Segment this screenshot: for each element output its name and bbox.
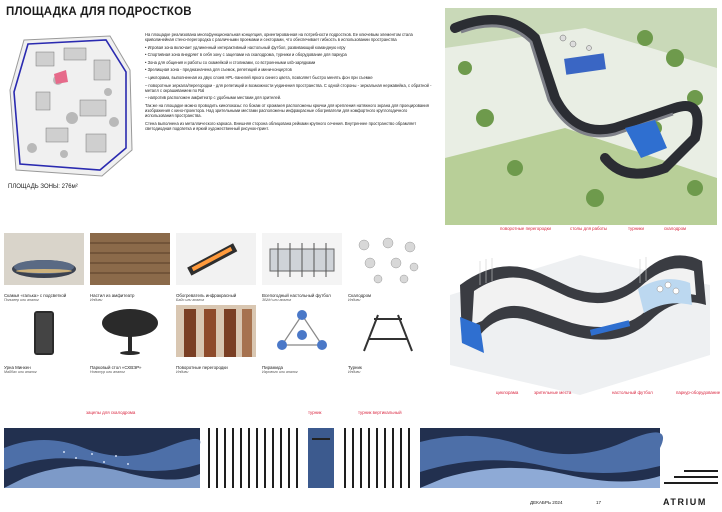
page-title: ПЛОЩАДКА ДЛЯ ПОДРОСТКОВ (6, 6, 192, 18)
description: На площадке реализована многофункциональ… (145, 32, 435, 133)
paragraph: • Игровая зона включает удлиненный интер… (145, 44, 346, 50)
wall-elevation (4, 424, 718, 490)
card-foosball: Всепогодный настольный футбол ЗБАН или а… (262, 233, 342, 303)
area-label: ПЛОЩАДЬ ЗОНЫ: 276м² (8, 184, 78, 190)
card-urn: Урна Минхен Майбах или аналог (4, 305, 84, 375)
card-caption: Скамья «галька» с подсветкой (4, 293, 67, 298)
card-sub: Полимер или аналог (4, 298, 39, 302)
card-climbing: Скалодром Индиви (348, 233, 428, 303)
callout-foosball: настольный футбол (612, 390, 653, 395)
paragraph: – поворотные зеркала/перегородки - для р… (145, 82, 432, 93)
card-caption: Настил из амфитеатр (90, 293, 135, 298)
paragraph: – напротив расположен амфитеатр с удобны… (145, 95, 282, 101)
card-caption: Всепогодный настольный футбол (262, 293, 331, 298)
paragraph: • Зона для общения и работы со скамейкой… (145, 59, 316, 65)
card-sub: Индиви (90, 298, 103, 302)
card-caption: Поворотные перегородки (176, 365, 228, 370)
card-sub: ЗБАН или аналог (262, 298, 292, 302)
card-caption: Турник (348, 365, 362, 370)
card-caption: Обогреватель инфракрасный (176, 293, 237, 298)
callout-seating: зрительные места (534, 390, 572, 395)
paragraph: На площадке реализована многофункциональ… (145, 32, 413, 43)
page-number: 17 (596, 500, 602, 505)
paragraph: – циклорама, выполненная из двух слоев H… (145, 75, 373, 81)
brand-logo: ATRIUM (663, 497, 707, 507)
callout-pullup-bars: турники (628, 226, 644, 231)
card-caption: Пирамида (262, 365, 283, 370)
foosball-image (262, 233, 342, 285)
paragraph: • Спортивная зона внедряет в себя зону с… (145, 52, 347, 58)
callout-work-tables: столы для работы (570, 226, 608, 231)
partitions-image (176, 305, 256, 357)
card-pullup: Турник Индиви (348, 305, 428, 375)
urn-image (4, 305, 84, 357)
site-plan (6, 30, 138, 180)
card-partitions: Поворотные перегородки Индиви (176, 305, 256, 375)
card-heater: Обогреватель инфракрасный Байо или анало… (176, 233, 256, 303)
card-caption: Скалодром (348, 293, 372, 298)
pullup-image (348, 305, 428, 357)
bench-image (4, 233, 84, 285)
callout-climbing-holds: зацепы для скалодрома (86, 410, 136, 415)
card-sub: Майбах или аналог (4, 370, 37, 374)
paragraph: • Зрелищная зона - предназначена для съе… (145, 67, 292, 73)
climbing-image (348, 233, 428, 285)
callout-pullup: турник (308, 410, 322, 415)
heater-image (176, 233, 256, 285)
card-bench: Скамья «галька» с подсветкой Полимер или… (4, 233, 84, 303)
card-sub: Индиви (348, 298, 361, 302)
card-decking: Настил из амфитеатр Индиви (90, 233, 170, 303)
card-table: Парковый стол «СХВЭР» Новотур или аналог (90, 305, 170, 375)
card-sub: Новотур или аналог (90, 370, 125, 374)
paragraph: Так же на площадке можно проводить киноп… (145, 102, 429, 119)
pyramid-image (262, 305, 342, 357)
card-sub: Индиви (176, 370, 189, 374)
card-caption: Парковый стол «СХВЭР» (90, 365, 142, 370)
card-sub: Байо или аналог (176, 298, 205, 302)
callout-cyclorama: циклорама (496, 390, 519, 395)
card-caption: Урна Минхен (4, 365, 31, 370)
callout-vertical-pullup: турник вертикальный (358, 410, 402, 415)
card-pyramid: Пирамида Игрового или аналог (262, 305, 342, 375)
isometric-render (440, 225, 718, 400)
callout-climbing-wall: скалодром (664, 226, 687, 231)
decking-image (90, 233, 170, 285)
card-sub: Игрового или аналог (262, 370, 298, 374)
paragraph: Стена выполнена из металлического каркас… (145, 120, 417, 131)
aerial-render (445, 8, 717, 226)
table-image (90, 305, 170, 357)
footer-date: ДЕКАБРЬ 2024 (530, 500, 563, 505)
card-sub: Индиви (348, 370, 361, 374)
callout-partitions: поворотные перегородки (500, 226, 551, 231)
callout-parkour: паркур-оборудование (676, 390, 721, 395)
